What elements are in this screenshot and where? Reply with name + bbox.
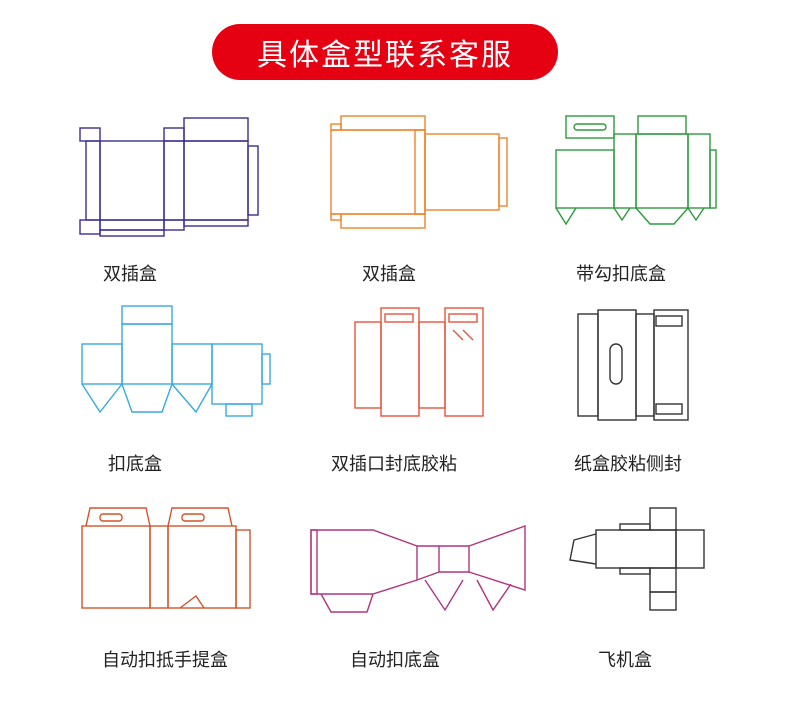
double-tuck-box-dieline (330, 115, 508, 229)
box-type-8: 自动扣底盒 (263, 500, 526, 700)
box-type-9: 飞机盒 (526, 500, 789, 700)
double-tuck-box-dieline (79, 117, 259, 237)
box-type-2: 双插盒 (263, 100, 526, 300)
glued-side-seal-box-dieline (577, 309, 689, 421)
box-label: 飞机盒 (598, 650, 652, 671)
box-label: 扣底盒 (108, 454, 162, 475)
box-type-5: 双插口封底胶粘 (263, 300, 526, 500)
box-label: 带勾扣底盒 (576, 264, 666, 285)
box-type-6: 纸盒胶粘侧封 (526, 300, 789, 500)
box-label: 双插盒 (103, 264, 157, 285)
box-label: 自动扣底盒 (350, 650, 440, 671)
lock-bottom-box-dieline (81, 305, 271, 417)
auto-lock-handle-box-dieline (81, 507, 251, 609)
double-tuck-glued-bottom-dieline (354, 307, 484, 417)
airplane-box-dieline (569, 507, 705, 611)
box-type-1: 双插盒 (0, 100, 263, 300)
box-label: 双插口封底胶粘 (331, 454, 457, 475)
box-type-4: 扣底盒 (0, 300, 271, 500)
box-label: 自动扣抵手提盒 (102, 650, 228, 671)
box-type-7: 自动扣抵手提盒 (0, 500, 263, 700)
hook-lock-bottom-box-dieline (555, 115, 717, 226)
title-banner: 具体盒型联系客服 (212, 24, 558, 80)
box-label: 双插盒 (362, 264, 416, 285)
box-type-3: 带勾扣底盒 (526, 100, 789, 300)
box-label: 纸盒胶粘侧封 (574, 454, 682, 475)
auto-lock-bottom-box-dieline (310, 525, 526, 613)
